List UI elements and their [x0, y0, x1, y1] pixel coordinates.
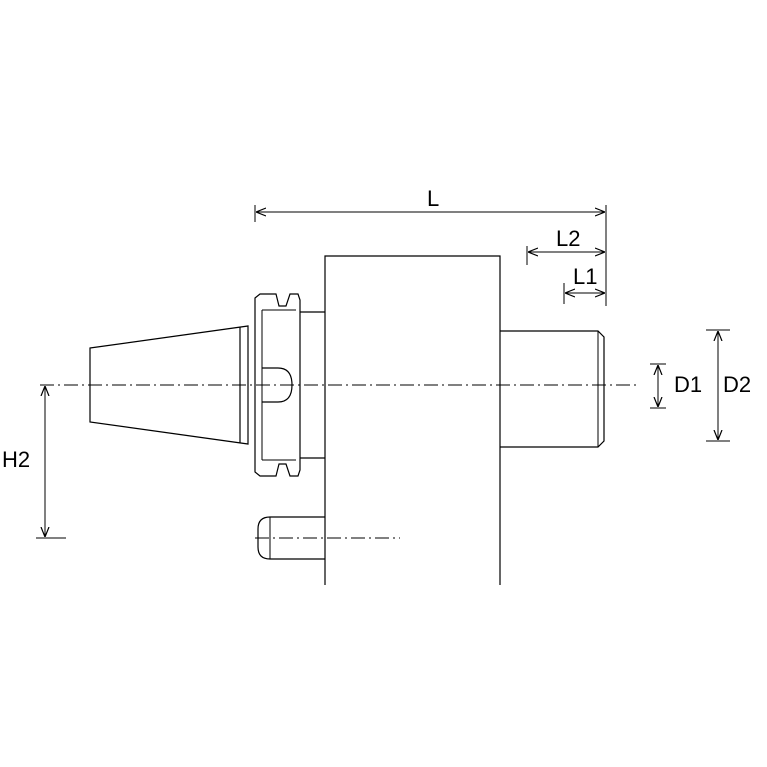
label-D2: D2: [723, 372, 751, 397]
label-H2: H2: [2, 447, 30, 472]
taper-shank: [89, 325, 249, 445]
flange: [254, 293, 301, 477]
dimension-D2: D2: [706, 329, 751, 442]
dimension-L1: L1: [563, 264, 605, 304]
label-L2: L2: [556, 226, 580, 251]
label-L1: L1: [573, 264, 597, 289]
output-shank: [500, 330, 605, 448]
body-block: [324, 255, 501, 585]
dimension-H2: H2: [2, 386, 66, 539]
neck: [300, 311, 325, 459]
dimension-D1: D1: [650, 363, 702, 409]
dimension-L: L: [254, 186, 607, 306]
label-L: L: [427, 186, 439, 211]
label-D1: D1: [674, 372, 702, 397]
dimension-L2: L2: [526, 226, 605, 265]
stop-pin: [255, 516, 400, 560]
